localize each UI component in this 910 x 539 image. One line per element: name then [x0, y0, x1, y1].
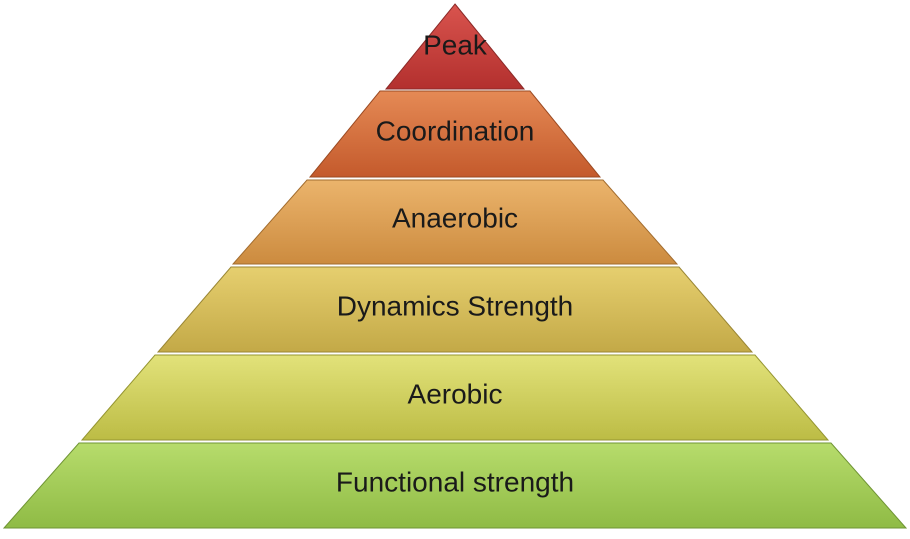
tier-functional-strength: Functional strength [2, 442, 908, 529]
tier-anaerobic: Anaerobic [231, 179, 679, 265]
tier-coordination-shape [308, 90, 602, 178]
tier-coordination: Coordination [308, 90, 602, 178]
tier-dynamics-strength-label: Dynamics Strength [337, 290, 574, 321]
tier-anaerobic-label: Anaerobic [392, 202, 518, 233]
tier-peak-label: Peak [423, 29, 488, 60]
tier-dynamics-strength: Dynamics Strength [156, 266, 754, 353]
tier-aerobic-label: Aerobic [408, 378, 503, 409]
tier-aerobic-shape [80, 354, 830, 441]
tier-functional-strength-shape [2, 442, 908, 529]
tier-anaerobic-shape [231, 179, 679, 265]
tier-peak: Peak [384, 3, 526, 90]
tier-coordination-label: Coordination [376, 115, 535, 146]
tier-aerobic: Aerobic [80, 354, 830, 441]
tier-dynamics-strength-shape [156, 266, 754, 353]
tier-peak-shape [384, 3, 526, 90]
tier-functional-strength-label: Functional strength [336, 466, 574, 497]
